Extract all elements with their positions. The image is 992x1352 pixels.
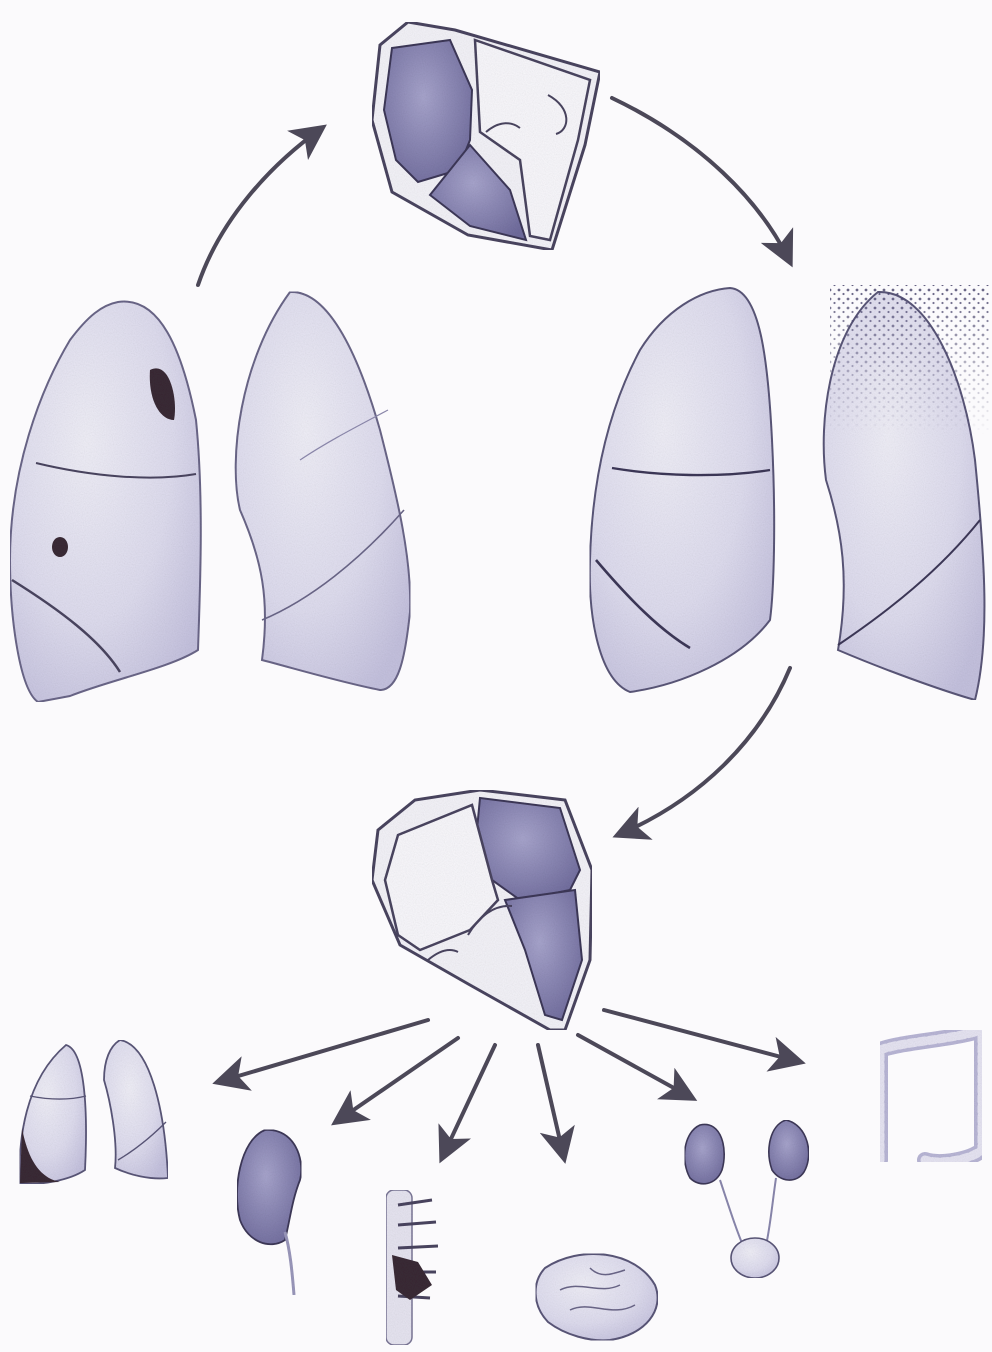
lungs-with-lesions-icon <box>10 292 410 702</box>
target-kidney-icon <box>237 1130 301 1295</box>
edge-heart-to-colon <box>604 1010 800 1062</box>
target-urinary-tract-icon <box>685 1120 809 1278</box>
target-lungs-icon <box>20 1040 168 1184</box>
heart-right-side-icon <box>372 22 600 250</box>
heart-left-side-icon <box>372 790 592 1030</box>
edge-heart-to-urinary <box>578 1035 692 1098</box>
edge-lungs-to-left-heart <box>618 668 790 835</box>
edge-heart-to-brain <box>538 1045 564 1158</box>
target-brain-icon <box>536 1254 658 1340</box>
target-spine-icon <box>386 1190 438 1345</box>
edge-lungs-to-right-heart <box>198 128 322 285</box>
target-colon-icon <box>880 1030 982 1162</box>
edge-heart-to-spine <box>442 1045 495 1158</box>
edge-right-heart-to-lungs <box>612 98 790 262</box>
edge-heart-to-lungs <box>218 1020 428 1082</box>
edge-heart-to-kidney <box>336 1038 458 1122</box>
lungs-apical-seeding-icon <box>590 285 990 700</box>
